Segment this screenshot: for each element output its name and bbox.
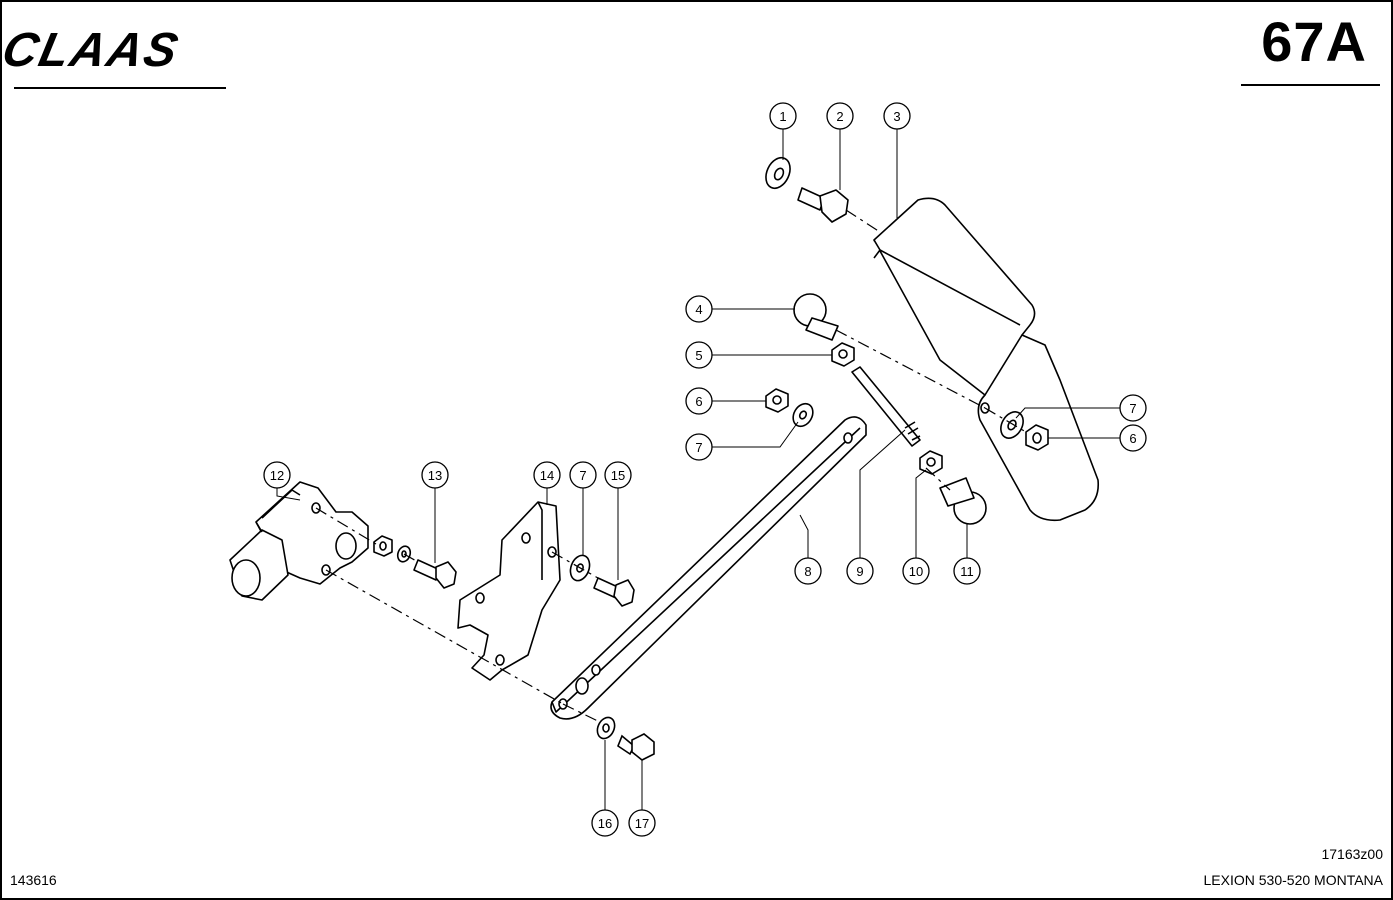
part-17-bolt xyxy=(617,733,655,761)
svg-text:9: 9 xyxy=(856,564,863,579)
part-8-lever xyxy=(550,416,867,720)
callout-16: 16 xyxy=(591,809,619,837)
part-6-nut-left xyxy=(765,388,789,413)
svg-text:1: 1 xyxy=(779,109,786,124)
svg-text:7: 7 xyxy=(579,468,586,483)
svg-text:6: 6 xyxy=(1129,431,1136,446)
svg-text:8: 8 xyxy=(804,564,811,579)
callouts: 1 2 3 4 5 6 7 6 7 7 8 9 10 11 12 13 14 1… xyxy=(263,102,1147,837)
callout-17: 17 xyxy=(628,809,656,837)
svg-text:17: 17 xyxy=(635,816,649,831)
svg-text:14: 14 xyxy=(540,468,554,483)
svg-text:6: 6 xyxy=(695,394,702,409)
callout-15: 15 xyxy=(604,461,632,489)
svg-text:5: 5 xyxy=(695,348,702,363)
part-16-washer xyxy=(596,716,616,740)
svg-text:7: 7 xyxy=(1129,401,1136,416)
callout-12: 12 xyxy=(263,461,291,489)
callout-5: 5 xyxy=(685,341,713,369)
svg-text:16: 16 xyxy=(598,816,612,831)
part-3-bracket xyxy=(873,197,1100,522)
callout-2: 2 xyxy=(826,102,854,130)
svg-text:7: 7 xyxy=(695,440,702,455)
callout-14: 14 xyxy=(533,461,561,489)
page-number: 67A xyxy=(1261,10,1367,73)
callout-7-middle: 7 xyxy=(569,461,597,489)
svg-text:10: 10 xyxy=(909,564,923,579)
leader-lines xyxy=(276,129,1120,810)
part-7-washer-left xyxy=(792,402,814,428)
part-1-washer xyxy=(765,156,791,190)
svg-text:4: 4 xyxy=(695,302,702,317)
part-6-nut-right xyxy=(1025,424,1049,451)
callout-6-left: 6 xyxy=(685,387,713,415)
assembly-lines xyxy=(315,209,1027,727)
svg-text:2: 2 xyxy=(836,109,843,124)
callout-13: 13 xyxy=(421,461,449,489)
part-2-bolt xyxy=(797,187,849,223)
footer-left-code: 143616 xyxy=(10,872,57,888)
part-10-nut xyxy=(919,450,943,475)
callout-7-right: 7 xyxy=(1119,394,1147,422)
part-5-nut xyxy=(831,342,855,367)
part-9-threaded-rod xyxy=(851,366,921,447)
callout-8: 8 xyxy=(794,557,822,585)
part-12-sensor xyxy=(229,481,369,601)
part-14-formed-bracket xyxy=(457,501,561,681)
claas-logo: CLAAS xyxy=(0,23,184,76)
callout-9: 9 xyxy=(846,557,874,585)
footer-drawing-code: 17163z00 xyxy=(1321,846,1383,862)
svg-text:13: 13 xyxy=(428,468,442,483)
callout-10: 10 xyxy=(902,557,930,585)
svg-text:11: 11 xyxy=(960,564,974,579)
part-11-ball-socket xyxy=(939,477,987,525)
callout-3: 3 xyxy=(883,102,911,130)
claas-logo-text: CLAAS xyxy=(0,23,184,76)
callout-7-left: 7 xyxy=(685,433,713,461)
svg-text:3: 3 xyxy=(893,109,900,124)
part-4-ball-joint xyxy=(793,293,839,341)
svg-text:15: 15 xyxy=(611,468,625,483)
callout-6-right: 6 xyxy=(1119,424,1147,452)
part-13-bolt xyxy=(413,559,457,589)
part-15-bolt xyxy=(593,577,635,607)
callout-1: 1 xyxy=(769,102,797,130)
callout-11: 11 xyxy=(953,557,981,585)
footer-model: LEXION 530-520 MONTANA xyxy=(1203,872,1383,888)
callout-4: 4 xyxy=(685,295,713,323)
svg-text:12: 12 xyxy=(270,468,284,483)
part-nut-small-left xyxy=(373,535,393,557)
